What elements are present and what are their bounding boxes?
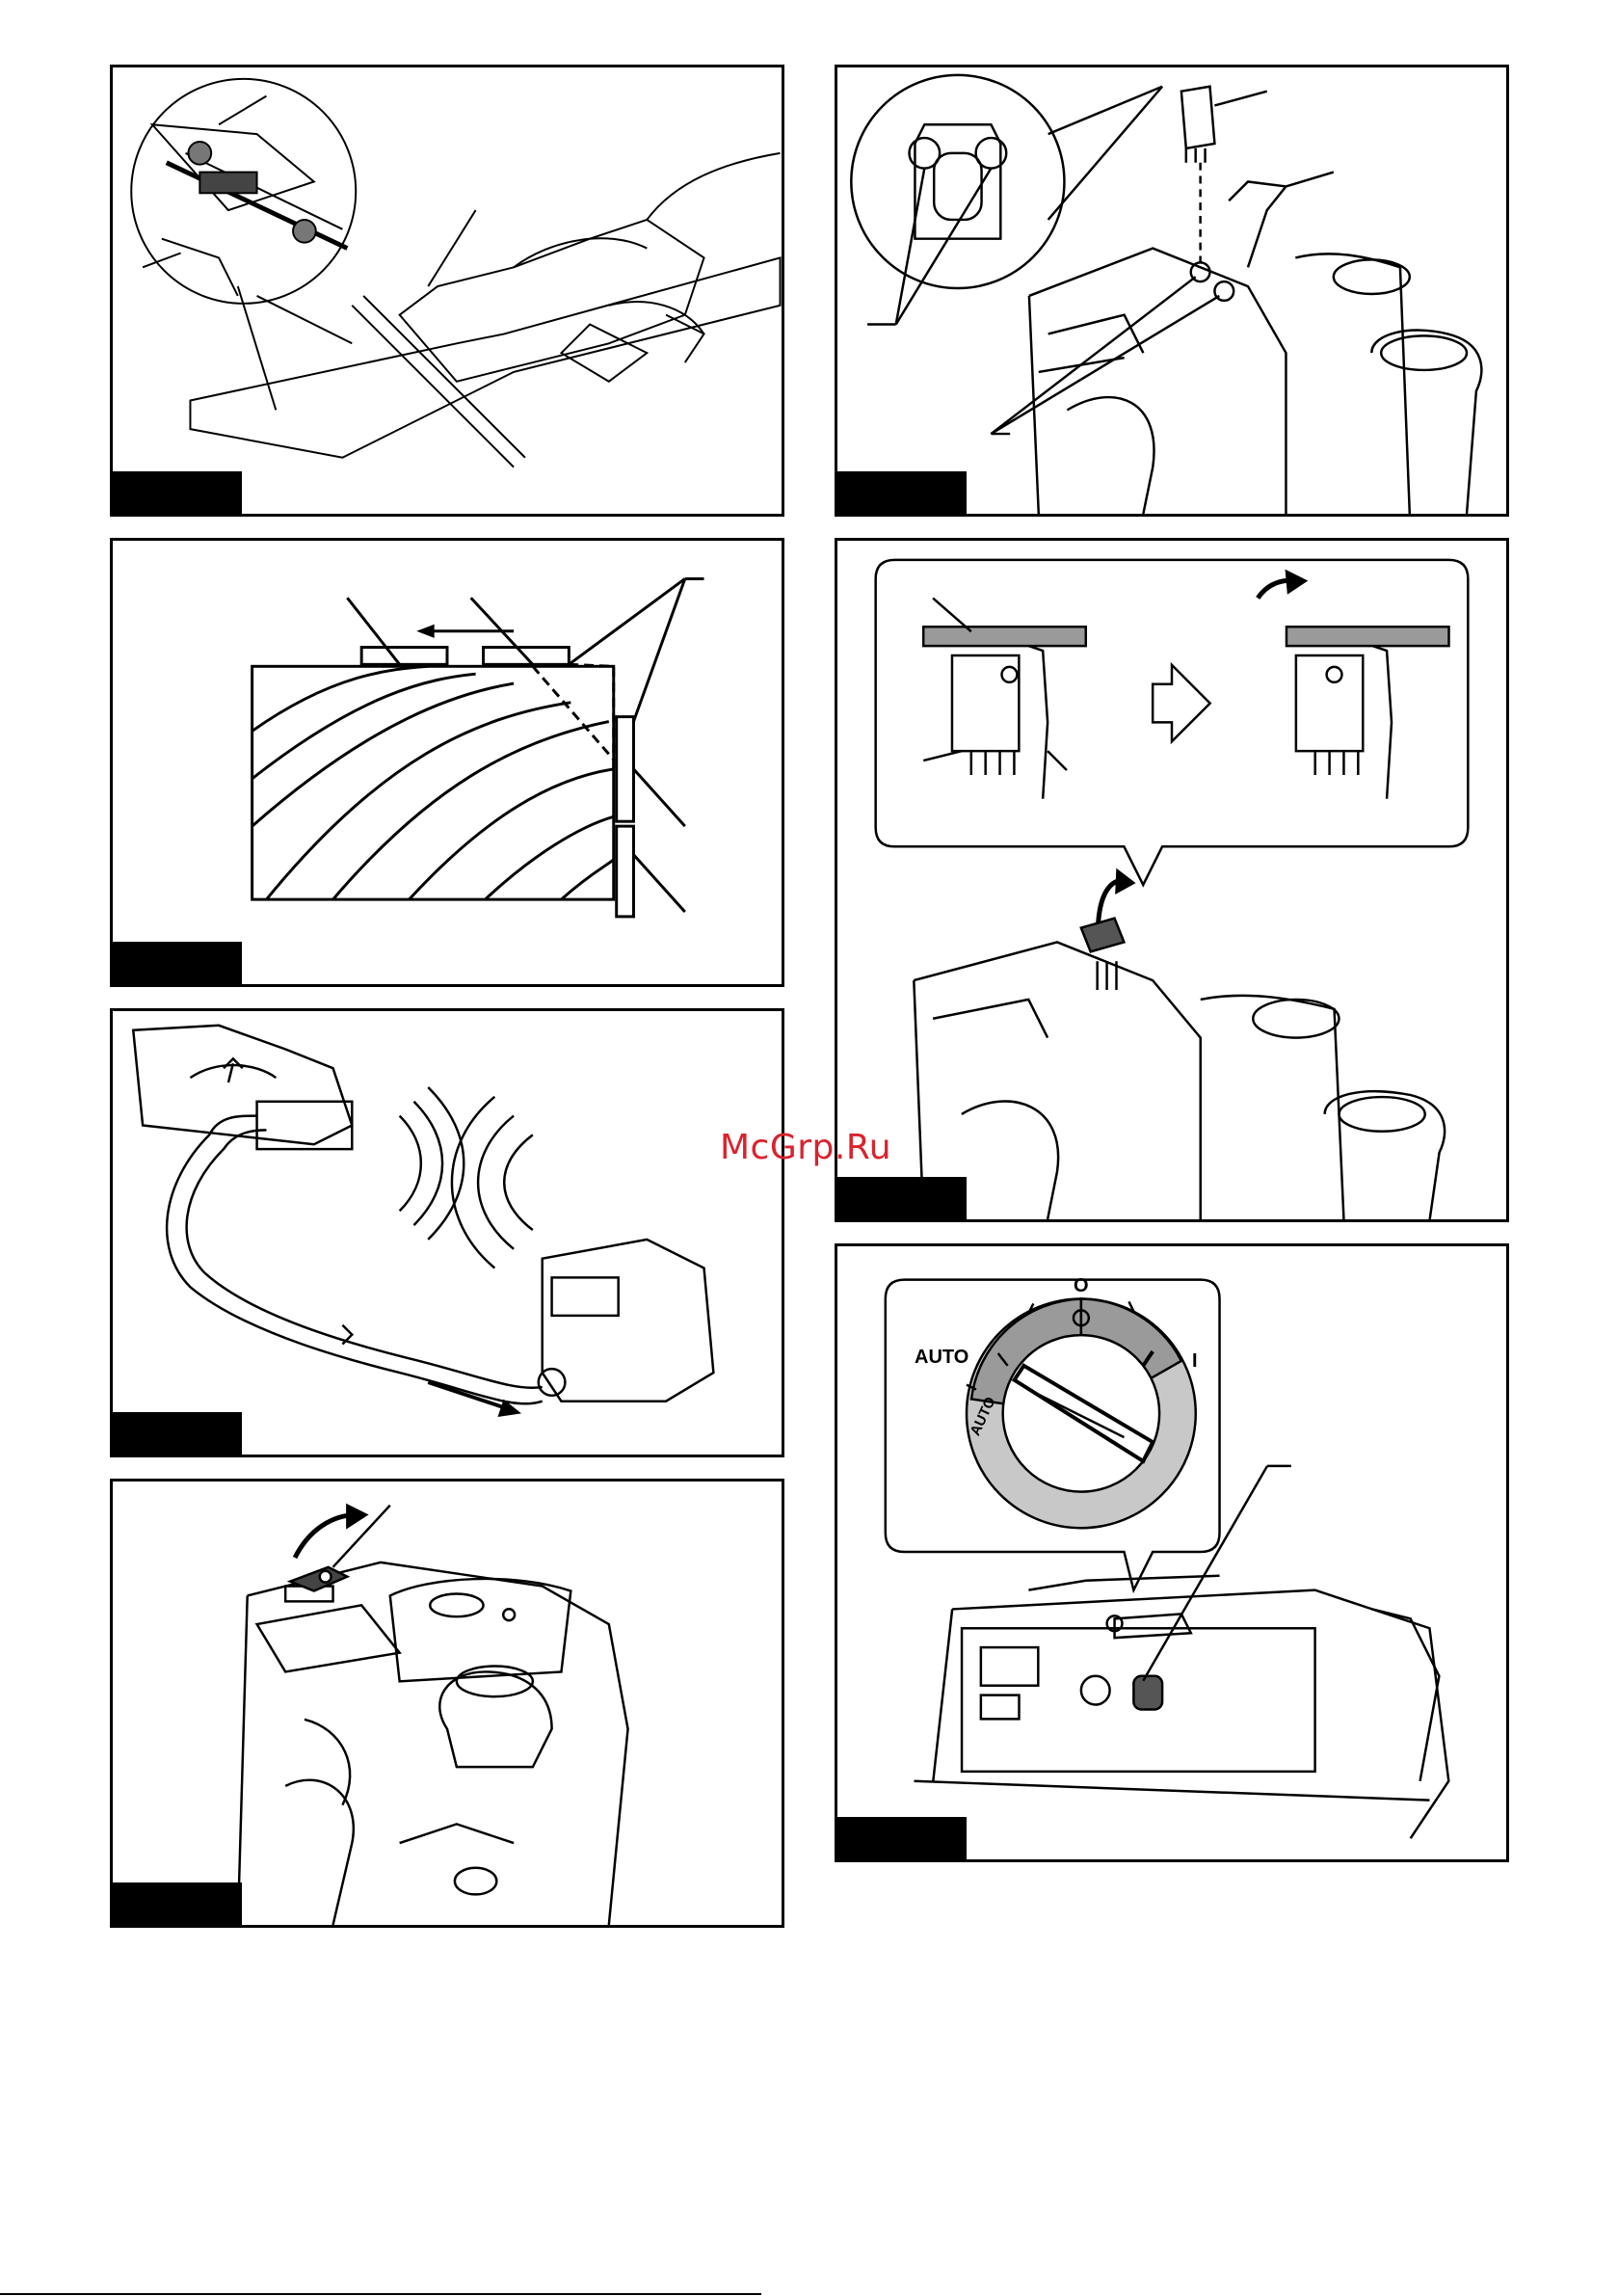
filter-insert-illustration [837, 67, 1506, 514]
figure-planer-guide [110, 65, 784, 517]
planer-guide-illustration [113, 67, 782, 514]
lever-lift-illustration [113, 1482, 782, 1925]
mode-dial-illustration [837, 1246, 1506, 1859]
filter-remove-illustration [837, 541, 1506, 1219]
wood-grain-illustration [113, 541, 782, 984]
dust-extraction-illustration [113, 1011, 782, 1455]
figure-number-tab [113, 471, 242, 514]
figure-wood-grain-edge [110, 538, 784, 987]
watermark-text: McGrp.Ru [720, 1128, 891, 1167]
figure-number-tab [837, 1177, 967, 1219]
figure-lever-lift [110, 1479, 784, 1928]
figure-filter-remove [835, 538, 1509, 1222]
dial-auto-label: AUTO [915, 1347, 968, 1369]
figure-mode-dial: AUTO O I AUTO [835, 1243, 1509, 1862]
dial-off-label: O [1074, 1275, 1089, 1297]
figure-filter-insert [835, 65, 1509, 517]
dial-on-label: I [1192, 1350, 1198, 1373]
figure-number-tab [113, 942, 242, 984]
figure-dust-extraction [110, 1008, 784, 1457]
page-bottom-rule [0, 2293, 761, 2295]
figure-number-tab [113, 1882, 242, 1925]
figure-number-tab [113, 1412, 242, 1455]
figure-number-tab [837, 1817, 967, 1859]
figure-number-tab [837, 471, 967, 514]
